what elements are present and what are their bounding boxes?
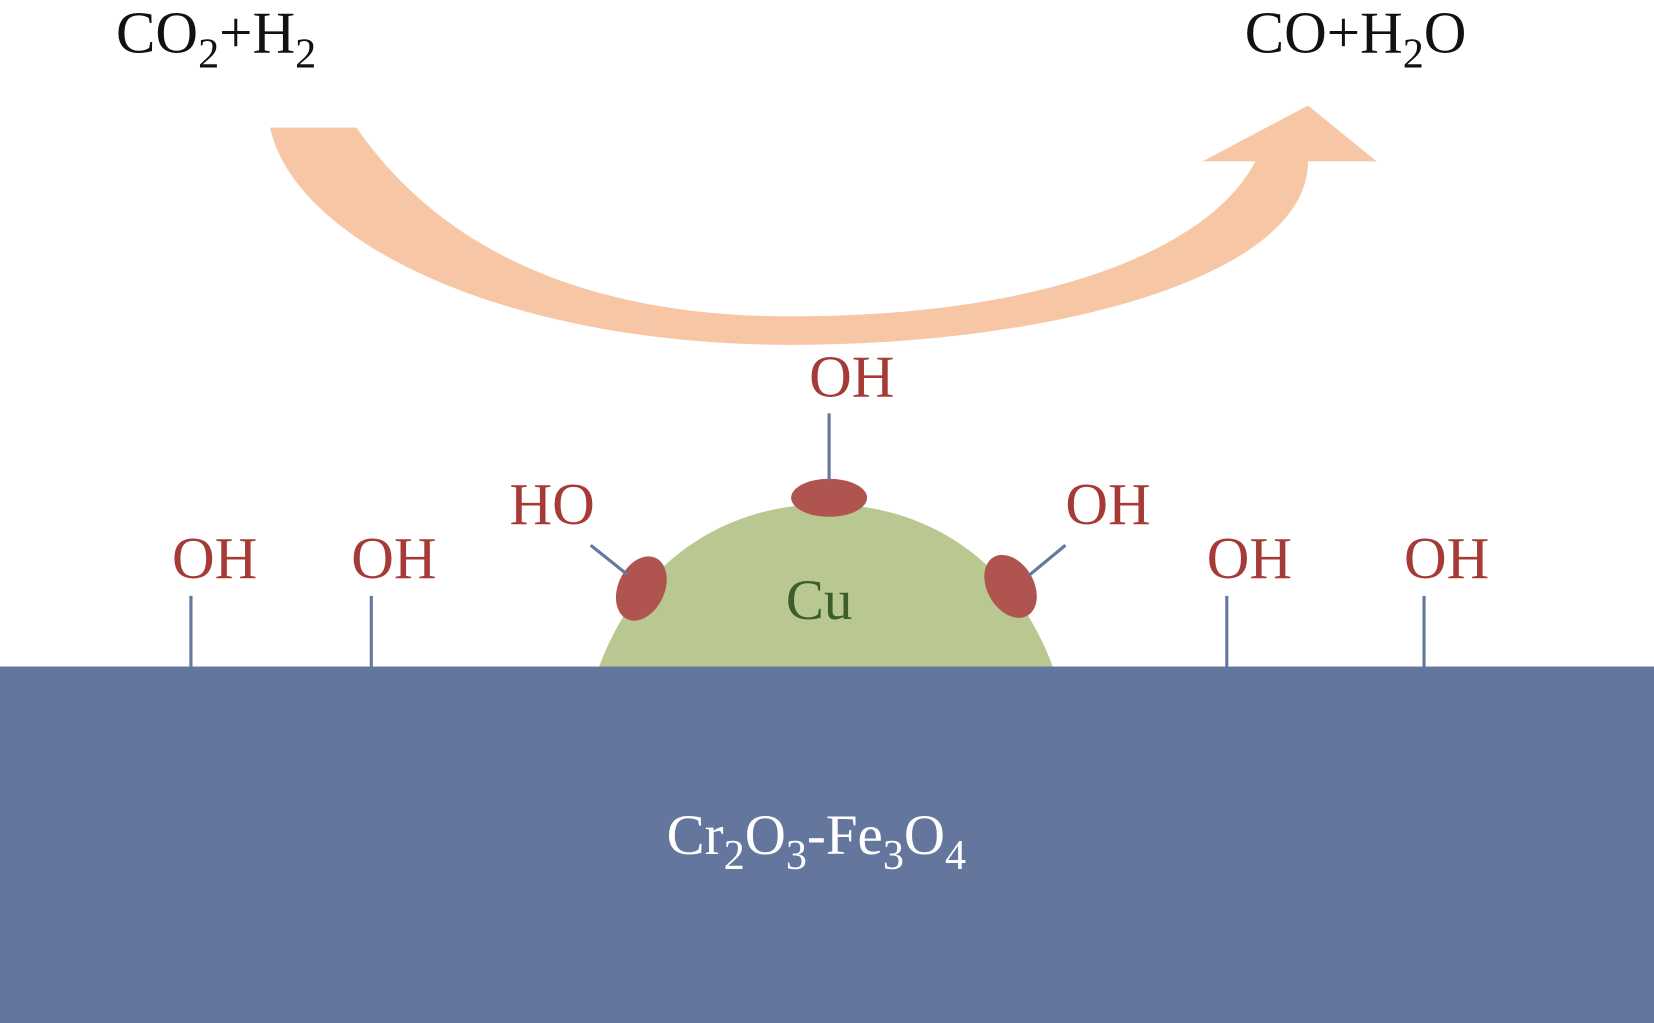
hydroxyl-surface: OH xyxy=(172,525,257,591)
hydroxyl-surface: OH xyxy=(351,525,436,591)
adsorbate-top xyxy=(791,478,868,517)
cu-particle xyxy=(599,504,1053,667)
support-slab xyxy=(0,666,1654,1023)
hydroxyl-cu-right: OH xyxy=(1065,471,1150,537)
reactants-label: CO2+H2 xyxy=(116,0,316,77)
hydroxyl-top: OH xyxy=(809,344,894,410)
bond-right xyxy=(1027,544,1067,578)
hydroxyl-surface: OH xyxy=(1404,525,1489,591)
bond-lines xyxy=(189,413,1426,667)
adsorbate-right xyxy=(984,554,1037,618)
support-label: Cr2O3-Fe3O4 xyxy=(667,804,966,879)
reaction-arrow xyxy=(270,105,1377,345)
cu-label: Cu xyxy=(786,569,852,632)
bond-left xyxy=(589,544,629,577)
products-label: CO+H2O xyxy=(1245,0,1467,77)
hydroxyl-surface: OH xyxy=(1207,525,1292,591)
adsorbate-left xyxy=(615,556,667,621)
hydroxyl-cu-left: HO xyxy=(509,471,594,537)
